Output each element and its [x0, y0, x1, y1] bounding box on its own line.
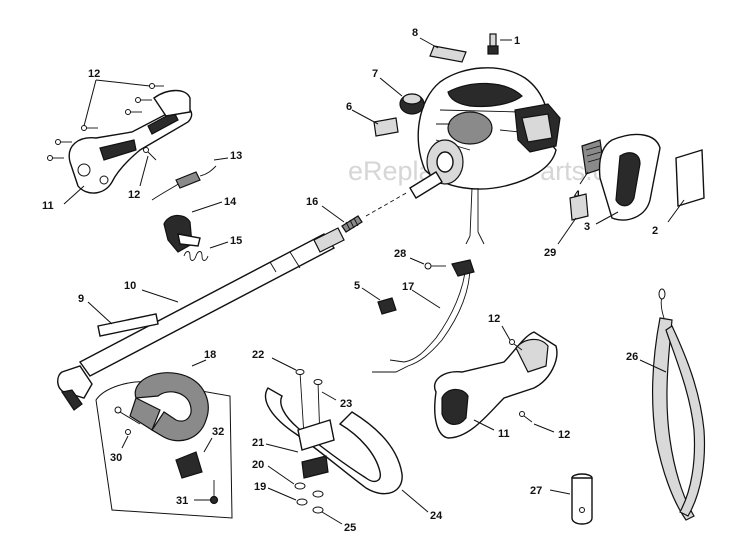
- callout-10: 10: [124, 280, 136, 292]
- callout-18: 18: [204, 349, 216, 361]
- part-29-pad: 29: [544, 193, 589, 259]
- part-30-bolt: 30: [110, 406, 141, 464]
- callout-26: 26: [626, 351, 638, 363]
- callout-21: 21: [252, 437, 264, 449]
- part-11-left-housing: 11: [42, 89, 193, 212]
- part-18-loop-handle: 18: [95, 349, 233, 519]
- part-9-label: 9: [78, 293, 159, 337]
- callout-11-top: 11: [42, 200, 54, 212]
- callout-13: 13: [230, 150, 242, 162]
- callout-24: 24: [430, 510, 443, 522]
- callout-5: 5: [354, 280, 360, 292]
- part-5-switch: 5: [354, 280, 397, 315]
- part-8-label: 8: [412, 27, 467, 63]
- callout-12-mid: 12: [128, 189, 140, 201]
- part-27-adapter: 27: [530, 473, 593, 525]
- callout-14: 14: [224, 196, 237, 208]
- part-26-strap: 26: [626, 288, 706, 521]
- part-3-air-filter-cover: 3: [584, 133, 661, 233]
- callout-7: 7: [372, 68, 378, 80]
- callout-2: 2: [652, 225, 658, 237]
- part-25-nut: 25: [312, 506, 356, 534]
- part-4-filter: 4: [574, 139, 605, 201]
- part-17-wire-harness: 17: [372, 259, 475, 373]
- part-16-drive-coupling: 16: [306, 191, 409, 233]
- part-14-trigger: 14: [163, 196, 237, 253]
- callout-20: 20: [252, 459, 264, 471]
- callout-6: 6: [346, 101, 352, 113]
- engine-assembly: [409, 67, 561, 245]
- callout-30: 30: [110, 452, 122, 464]
- callout-19: 19: [254, 481, 266, 493]
- part-31-nut: 31: [176, 480, 219, 507]
- callout-31: 31: [176, 495, 188, 507]
- part-32-clamp: 32: [175, 426, 224, 479]
- part-28-screw: 28: [394, 248, 446, 270]
- part-12-screws-right: 12 12: [488, 313, 570, 441]
- callout-11-bottom: 11: [498, 428, 510, 440]
- callout-12-right-bottom: 12: [558, 429, 570, 441]
- part-10-shaft: 10: [57, 227, 345, 411]
- callout-23: 23: [340, 398, 352, 410]
- callout-15: 15: [230, 235, 242, 247]
- callout-9: 9: [78, 293, 84, 305]
- part-19-nut: 19: [254, 481, 324, 506]
- callout-27: 27: [530, 485, 542, 497]
- part-13-throttle-cable: 13: [151, 150, 242, 201]
- callout-17: 17: [402, 281, 414, 293]
- part-7-fuel-cap: 7: [372, 68, 425, 115]
- callout-12-top: 12: [88, 68, 100, 80]
- part-2-label: 2: [652, 149, 705, 237]
- callout-12-right-top: 12: [488, 313, 500, 325]
- part-24-handle-bar: 24: [264, 387, 443, 522]
- part-6-label: 6: [346, 101, 399, 137]
- part-20-washer: 20: [252, 459, 306, 490]
- callout-8: 8: [412, 27, 418, 39]
- part-11-right-housing: 11: [433, 331, 558, 440]
- callout-22: 22: [252, 349, 264, 361]
- part-1-spark-plug: 1: [487, 33, 520, 55]
- callout-3: 3: [584, 221, 590, 233]
- callout-28: 28: [394, 248, 406, 260]
- callout-16: 16: [306, 196, 318, 208]
- callout-29: 29: [544, 247, 556, 259]
- part-21-clamp: 21: [252, 419, 335, 479]
- callout-25: 25: [344, 522, 356, 534]
- callout-32: 32: [212, 426, 224, 438]
- part-12-screws-top: 12 12: [47, 68, 164, 201]
- callout-1: 1: [514, 35, 520, 47]
- callout-4: 4: [574, 189, 581, 201]
- part-15-spring: 15: [183, 235, 242, 261]
